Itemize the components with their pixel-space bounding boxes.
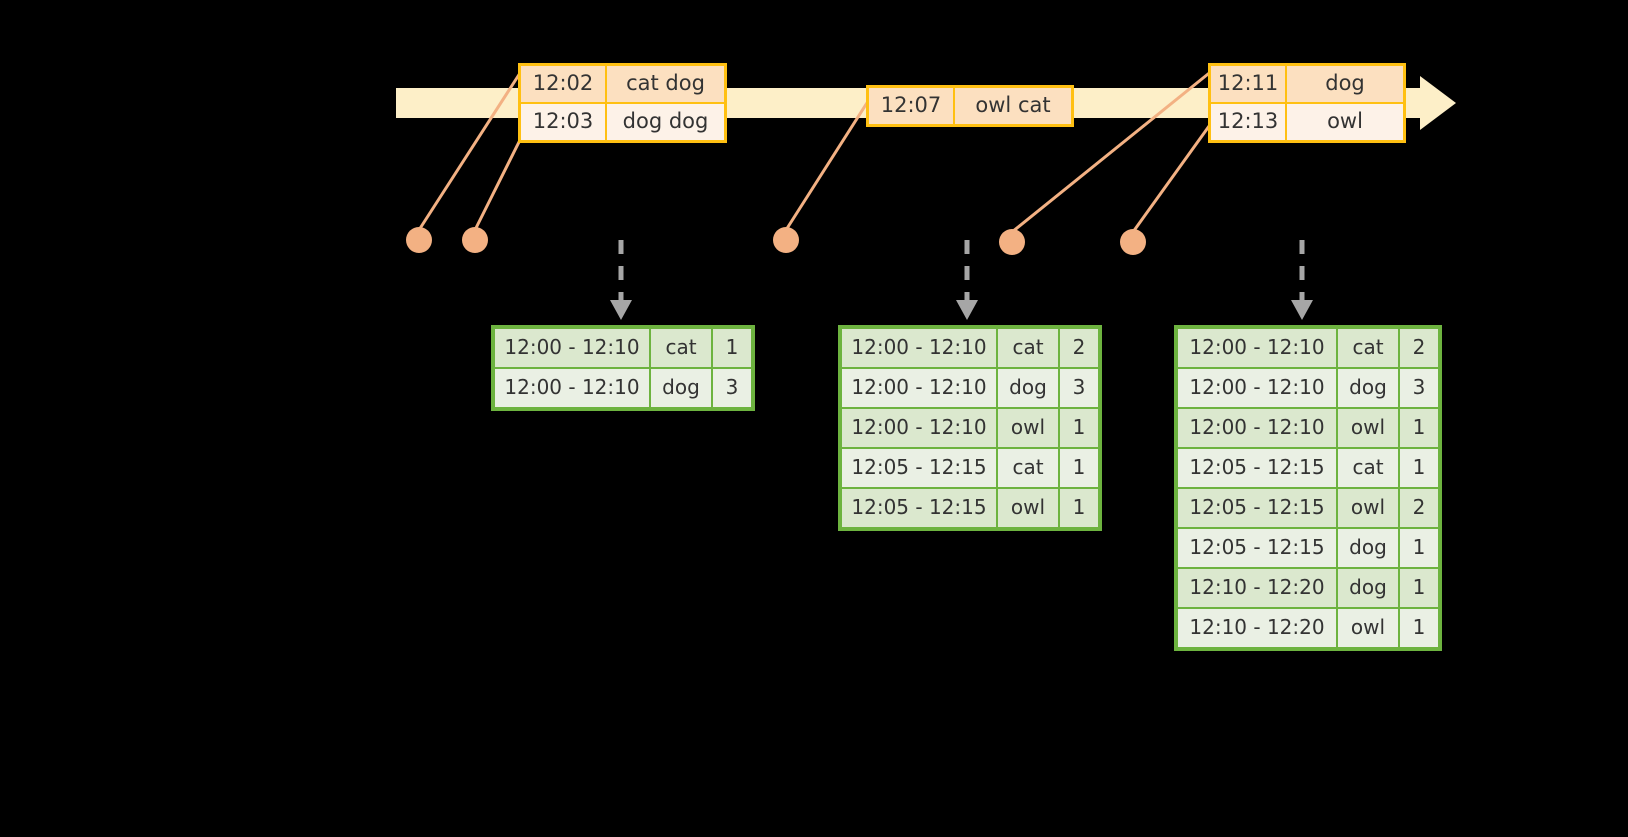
word-cell: owl: [1336, 409, 1398, 447]
word-cell: cat: [996, 449, 1058, 487]
event-time: 12:07: [869, 88, 955, 125]
count-cell: 3: [1058, 369, 1098, 407]
event-box-3[interactable]: 12:11 dog 12:13 owl: [1208, 63, 1406, 144]
event-time: 12:03: [521, 104, 607, 141]
word-cell: dog: [996, 369, 1058, 407]
table-row: 12:00 - 12:10 dog 3: [842, 367, 1098, 407]
event-row: 12:07 owl cat: [869, 88, 1071, 125]
event-dot-3: [773, 227, 799, 253]
event-dot-4: [999, 229, 1025, 255]
count-cell: 3: [1398, 369, 1438, 407]
event-row: 12:03 dog dog: [521, 102, 724, 141]
result-table-2[interactable]: 12:00 - 12:10 cat 2 12:00 - 12:10 dog 3 …: [838, 325, 1102, 531]
word-cell: owl: [996, 489, 1058, 527]
connector-line-3: [784, 94, 874, 231]
word-cell: dog: [1336, 569, 1398, 607]
window-cell: 12:00 - 12:10: [842, 329, 996, 367]
table-row: 12:00 - 12:10 owl 1: [1178, 407, 1438, 447]
count-cell: 1: [711, 329, 751, 367]
event-words: dog: [1287, 66, 1403, 103]
word-cell: dog: [649, 369, 711, 407]
table-row: 12:00 - 12:10 cat 1: [495, 329, 751, 367]
count-cell: 1: [1058, 489, 1098, 527]
dashed-arrow-head-3: [1291, 300, 1313, 320]
event-row: 12:02 cat dog: [521, 66, 724, 103]
window-cell: 12:05 - 12:15: [1178, 489, 1336, 527]
table-row: 12:00 - 12:10 dog 3: [495, 367, 751, 407]
window-cell: 12:10 - 12:20: [1178, 569, 1336, 607]
word-cell: owl: [996, 409, 1058, 447]
event-row: 12:13 owl: [1211, 102, 1403, 141]
count-cell: 1: [1398, 609, 1438, 647]
word-cell: cat: [1336, 329, 1398, 367]
event-words: dog dog: [607, 104, 724, 141]
event-row: 12:11 dog: [1211, 66, 1403, 103]
connector-line-1: [417, 69, 524, 231]
count-cell: 1: [1398, 569, 1438, 607]
dashed-arrow-head-1: [610, 300, 632, 320]
count-cell: 2: [1058, 329, 1098, 367]
table-row: 12:00 - 12:10 cat 2: [842, 329, 1098, 367]
table-row: 12:05 - 12:15 cat 1: [842, 447, 1098, 487]
connector-line-2: [473, 131, 526, 231]
count-cell: 3: [711, 369, 751, 407]
count-cell: 2: [1398, 489, 1438, 527]
event-box-1[interactable]: 12:02 cat dog 12:03 dog dog: [518, 63, 727, 144]
window-cell: 12:05 - 12:15: [842, 449, 996, 487]
event-time: 12:11: [1211, 66, 1287, 103]
count-cell: 1: [1058, 409, 1098, 447]
word-cell: cat: [996, 329, 1058, 367]
table-row: 12:00 - 12:10 owl 1: [842, 407, 1098, 447]
count-cell: 1: [1058, 449, 1098, 487]
event-dot-5: [1120, 229, 1146, 255]
result-table-1[interactable]: 12:00 - 12:10 cat 1 12:00 - 12:10 dog 3: [491, 325, 755, 411]
event-box-2[interactable]: 12:07 owl cat: [866, 85, 1074, 128]
timeline-arrow-icon: [1420, 76, 1456, 130]
window-cell: 12:00 - 12:10: [495, 369, 649, 407]
event-dot-1: [406, 227, 432, 253]
table-row: 12:10 - 12:20 owl 1: [1178, 607, 1438, 647]
event-words: cat dog: [607, 66, 724, 103]
window-cell: 12:00 - 12:10: [842, 409, 996, 447]
window-cell: 12:00 - 12:10: [842, 369, 996, 407]
word-cell: owl: [1336, 609, 1398, 647]
table-row: 12:05 - 12:15 cat 1: [1178, 447, 1438, 487]
count-cell: 1: [1398, 409, 1438, 447]
table-row: 12:05 - 12:15 dog 1: [1178, 527, 1438, 567]
count-cell: 2: [1398, 329, 1438, 367]
window-cell: 12:00 - 12:10: [1178, 409, 1336, 447]
window-cell: 12:10 - 12:20: [1178, 609, 1336, 647]
table-row: 12:00 - 12:10 dog 3: [1178, 367, 1438, 407]
event-time: 12:02: [521, 66, 607, 103]
count-cell: 1: [1398, 449, 1438, 487]
word-cell: cat: [649, 329, 711, 367]
event-dot-2: [462, 227, 488, 253]
window-cell: 12:05 - 12:15: [1178, 449, 1336, 487]
word-cell: dog: [1336, 529, 1398, 567]
connector-line-5: [1131, 121, 1214, 233]
connector-line-4: [1011, 68, 1214, 234]
window-cell: 12:05 - 12:15: [1178, 529, 1336, 567]
table-row: 12:05 - 12:15 owl 1: [842, 487, 1098, 527]
event-words: owl cat: [955, 88, 1071, 125]
dashed-arrow-head-2: [956, 300, 978, 320]
event-words: owl: [1287, 104, 1403, 141]
event-time: 12:13: [1211, 104, 1287, 141]
word-cell: dog: [1336, 369, 1398, 407]
window-cell: 12:00 - 12:10: [495, 329, 649, 367]
table-row: 12:05 - 12:15 owl 2: [1178, 487, 1438, 527]
word-cell: cat: [1336, 449, 1398, 487]
window-cell: 12:05 - 12:15: [842, 489, 996, 527]
word-cell: owl: [1336, 489, 1398, 527]
window-cell: 12:00 - 12:10: [1178, 329, 1336, 367]
window-cell: 12:00 - 12:10: [1178, 369, 1336, 407]
result-table-3[interactable]: 12:00 - 12:10 cat 2 12:00 - 12:10 dog 3 …: [1174, 325, 1442, 651]
table-row: 12:00 - 12:10 cat 2: [1178, 329, 1438, 367]
table-row: 12:10 - 12:20 dog 1: [1178, 567, 1438, 607]
count-cell: 1: [1398, 529, 1438, 567]
